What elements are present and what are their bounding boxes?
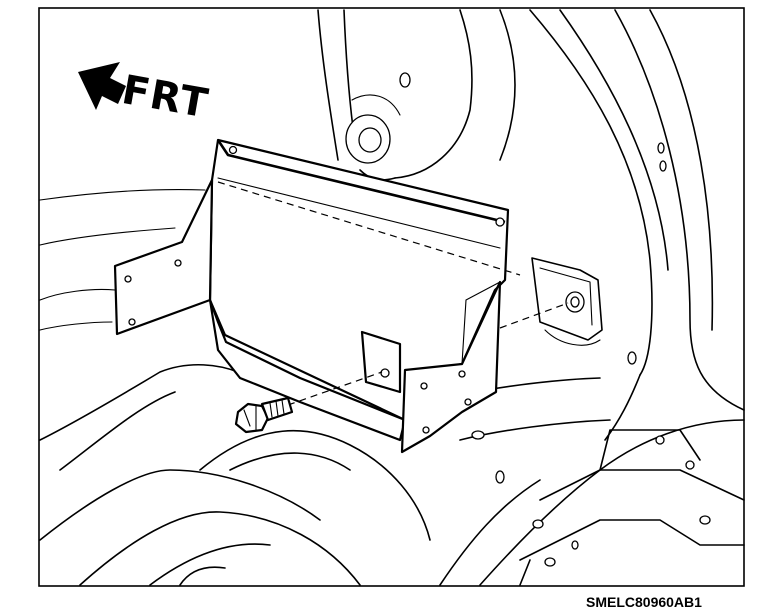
mounting-bracket (113, 138, 510, 454)
figure-code: SMELC80960AB1 (586, 594, 702, 610)
right-quarter-panel (529, 9, 745, 441)
weld-nut-bracket (531, 257, 603, 346)
figure-frame (38, 7, 745, 587)
rear-pillar-structure (317, 9, 516, 181)
floor-pan (39, 364, 745, 586)
installation-lines (217, 181, 569, 406)
front-direction-arrow-icon (78, 62, 126, 110)
left-wall-contours (39, 189, 206, 331)
mounting-bolt (234, 396, 294, 434)
